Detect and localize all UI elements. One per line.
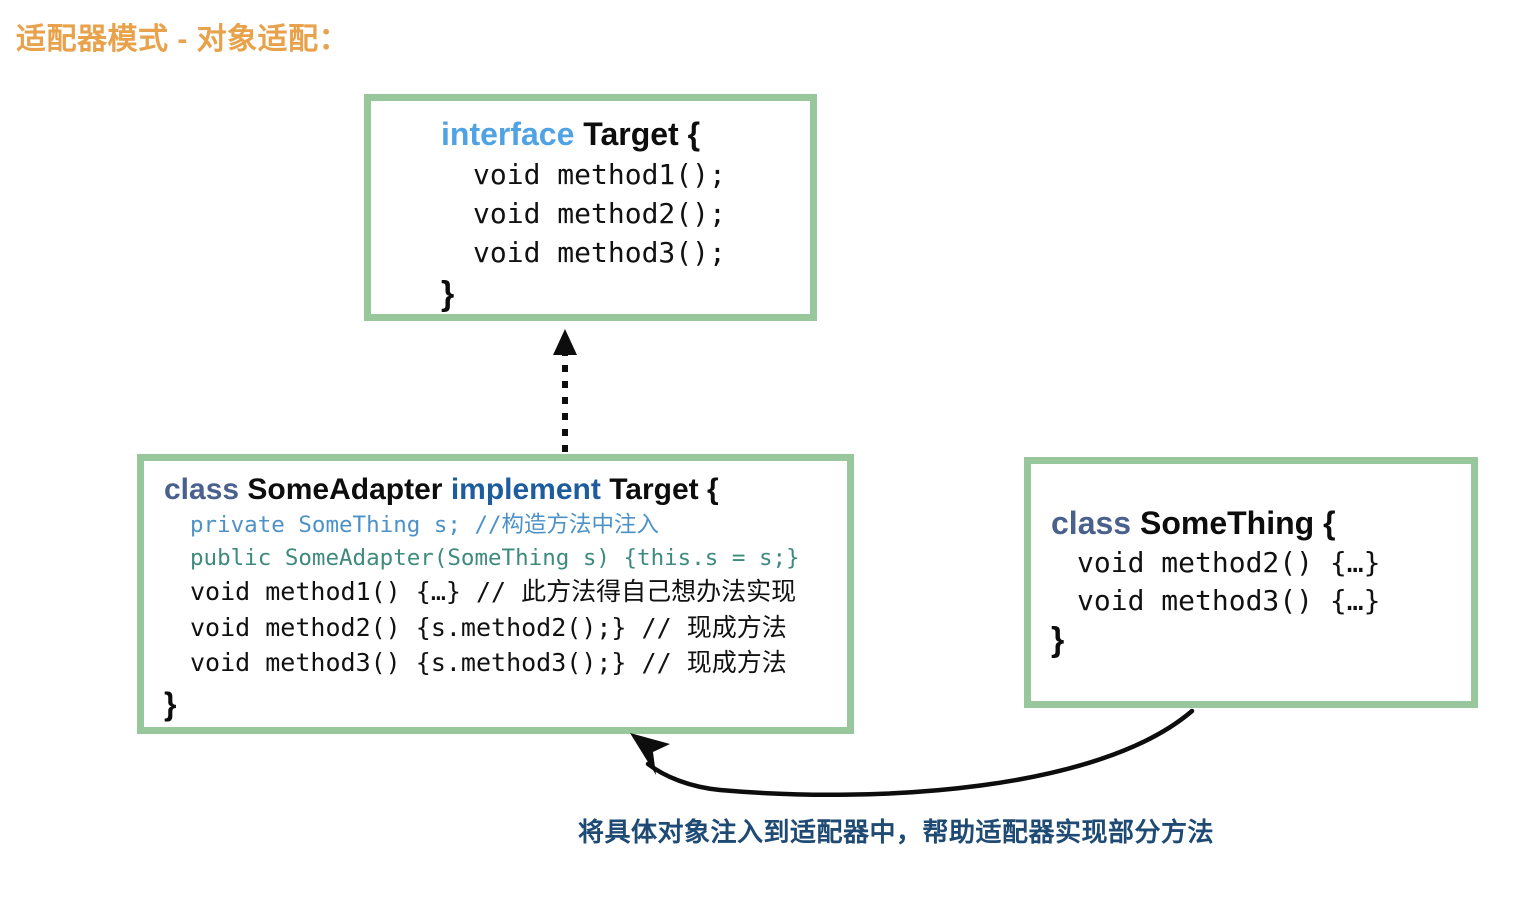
target-interface-box: interface Target { void method1(); void … bbox=[364, 94, 817, 321]
adapter-method-line: void method2() {s.method2();} // 现成方法 bbox=[190, 612, 787, 642]
target-type-name: Target { bbox=[583, 116, 701, 152]
adapter-type-name: SomeAdapter bbox=[247, 473, 443, 506]
target-header: interface Target { bbox=[441, 116, 796, 152]
some-adapter-class-box: class SomeAdapter implement Target { pri… bbox=[137, 454, 854, 734]
implements-arrow bbox=[553, 329, 577, 452]
adapter-implemented-type: Target { bbox=[609, 473, 719, 506]
target-closing-brace: } bbox=[441, 275, 455, 314]
adapter-closing-brace: } bbox=[164, 685, 177, 722]
adapter-method-line: void method1() {…} // 此方法得自己想办法实现 bbox=[190, 577, 797, 607]
keyword-class: class bbox=[1051, 505, 1132, 541]
keyword-implement: implement bbox=[450, 473, 601, 506]
target-box-content: interface Target { void method1(); void … bbox=[371, 101, 810, 314]
keyword-class: class bbox=[164, 473, 240, 506]
injection-caption: 将具体对象注入到适配器中，帮助适配器实现部分方法 bbox=[578, 817, 1215, 847]
something-box-content: class SomeThing { void method2() {…} voi… bbox=[1031, 464, 1471, 701]
something-method-line: void method2() {…} bbox=[1077, 546, 1381, 580]
something-type-name: SomeThing { bbox=[1139, 505, 1336, 541]
target-method-line: void method2(); bbox=[473, 197, 726, 231]
something-method-line: void method3() {…} bbox=[1077, 584, 1381, 618]
adapter-box-content: class SomeAdapter implement Target { pri… bbox=[144, 461, 847, 727]
some-thing-class-box: class SomeThing { void method2() {…} voi… bbox=[1024, 457, 1478, 708]
something-closing-brace: } bbox=[1051, 621, 1065, 660]
target-method-line: void method1(); bbox=[473, 158, 726, 192]
adapter-constructor-line: public SomeAdapter(SomeThing s) {this.s … bbox=[190, 544, 800, 571]
adapter-field-line: private SomeThing s; //构造方法中注入 bbox=[190, 512, 660, 538]
target-method-line: void method3(); bbox=[473, 236, 726, 270]
something-header: class SomeThing { bbox=[1051, 505, 1457, 541]
page-title: 适配器模式 - 对象适配： bbox=[16, 23, 350, 56]
implements-arrow-head bbox=[553, 329, 577, 355]
keyword-interface: interface bbox=[441, 116, 575, 152]
adapter-header: class SomeAdapter implement Target { bbox=[164, 473, 833, 506]
injection-arrow-head bbox=[630, 733, 670, 775]
adapter-method-line: void method3() {s.method3();} // 现成方法 bbox=[190, 648, 787, 678]
